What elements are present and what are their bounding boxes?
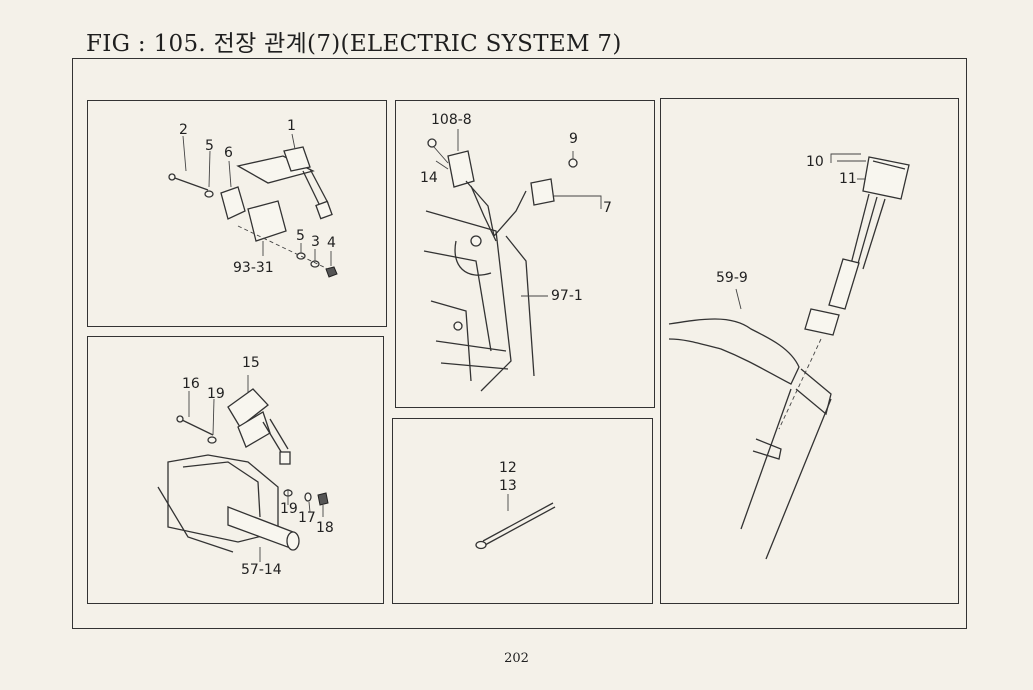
label-part-19a: 19 <box>207 386 225 402</box>
label-part-6: 6 <box>224 145 233 161</box>
label-part-5b: 5 <box>296 228 305 244</box>
panel-right: 10 11 59-9 <box>660 98 959 604</box>
figure-frame <box>72 58 967 629</box>
top-left-drawing <box>168 133 338 278</box>
label-part-12: 12 <box>499 460 517 476</box>
label-part-13: 13 <box>499 478 517 494</box>
label-part-57-14: 57-14 <box>241 562 282 578</box>
right-drawing <box>668 153 910 560</box>
top-middle-drawing <box>423 129 602 392</box>
label-part-16: 16 <box>182 376 200 392</box>
label-part-97-1: 97-1 <box>551 288 583 304</box>
panel-top-middle: 108-8 14 9 7 97-1 <box>395 100 655 408</box>
label-part-14: 14 <box>420 170 438 186</box>
label-part-1: 1 <box>287 118 296 134</box>
label-part-93-31: 93-31 <box>233 260 274 276</box>
label-part-18: 18 <box>316 520 334 536</box>
label-part-2: 2 <box>179 122 188 138</box>
label-part-108-8: 108-8 <box>431 112 472 128</box>
label-part-10: 10 <box>806 154 824 170</box>
label-part-9: 9 <box>569 131 578 147</box>
figure-title: FIG : 105. 전장 관계(7)(ELECTRIC SYSTEM 7) <box>86 31 622 57</box>
label-part-59-9: 59-9 <box>716 270 748 286</box>
label-part-15: 15 <box>242 355 260 371</box>
label-part-5a: 5 <box>205 138 214 154</box>
panel-bottom-middle: 12 13 <box>392 418 653 604</box>
bottom-left-drawing <box>157 375 329 562</box>
label-part-11: 11 <box>839 171 857 187</box>
label-part-3: 3 <box>311 234 320 250</box>
page-number: 202 <box>504 651 529 666</box>
label-part-7: 7 <box>603 200 612 216</box>
bottom-middle-drawing <box>475 494 556 550</box>
label-part-4: 4 <box>327 235 336 251</box>
panel-top-left: 1 2 5 6 5 3 4 93-31 <box>87 100 387 327</box>
label-part-19b: 19 <box>280 501 298 517</box>
label-part-17: 17 <box>298 510 316 526</box>
panel-bottom-left: 15 16 19 19 17 18 57-14 <box>87 336 384 604</box>
